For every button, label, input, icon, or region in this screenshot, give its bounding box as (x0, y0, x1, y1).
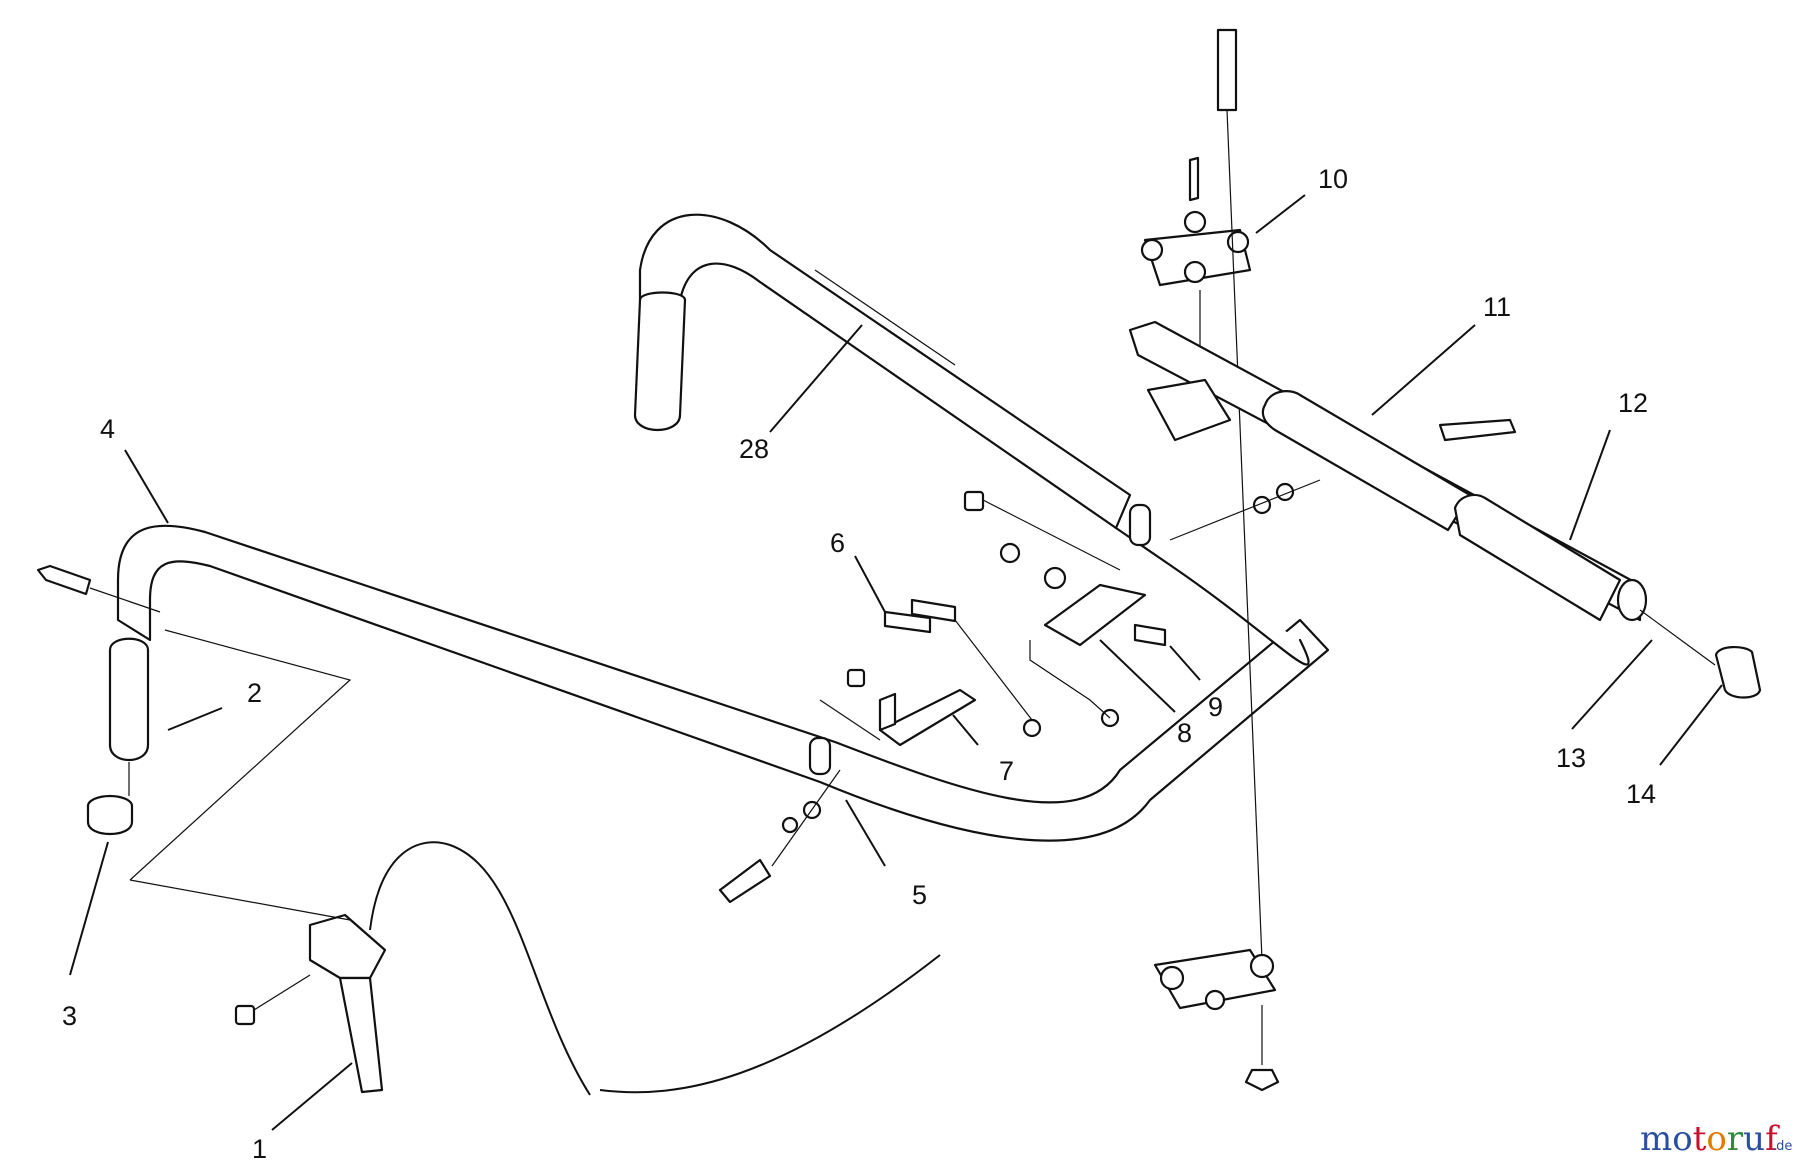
callout-4: 4 (100, 414, 115, 444)
callout-13: 13 (1556, 743, 1586, 773)
upper-clamp (1140, 28, 1263, 961)
callout-7: 7 (999, 756, 1014, 786)
callout-28: 28 (739, 434, 769, 464)
callout-8: 8 (1177, 718, 1192, 748)
watermark-suffix: .de (1772, 1139, 1792, 1154)
callout-leader-lines (69, 194, 1723, 1131)
callout-10: 10 (1318, 164, 1348, 194)
callout-5: 5 (912, 880, 927, 910)
end-plug (86, 762, 134, 835)
lower-clamp (1153, 948, 1280, 1092)
callout-6: 6 (830, 528, 845, 558)
callout-9: 9 (1208, 692, 1223, 722)
bracket-assembly-left (718, 598, 1120, 904)
callout-14: 14 (1626, 779, 1656, 809)
motoruf-watermark-logo: motoruf .de (1640, 1119, 1792, 1159)
left-hand-grip (108, 637, 150, 761)
shaft-assembly (1128, 320, 1762, 699)
bracket-assembly-right (963, 490, 1167, 719)
callout-3: 3 (62, 1001, 77, 1031)
callout-1: 1 (252, 1134, 267, 1164)
lower-handle-tube (116, 524, 1330, 842)
watermark-brand: motoruf (1640, 1119, 1780, 1159)
left-bolt (36, 564, 161, 613)
upper-handle-tube (638, 213, 1310, 666)
callout-2: 2 (247, 678, 262, 708)
callout-11: 11 (1483, 292, 1511, 322)
control-lever-and-cable (129, 629, 941, 1096)
callout-labels: 1 2 3 4 5 6 7 8 9 10 11 12 13 14 28 (62, 164, 1656, 1164)
upper-hand-grip (633, 291, 687, 432)
callout-12: 12 (1618, 388, 1648, 418)
